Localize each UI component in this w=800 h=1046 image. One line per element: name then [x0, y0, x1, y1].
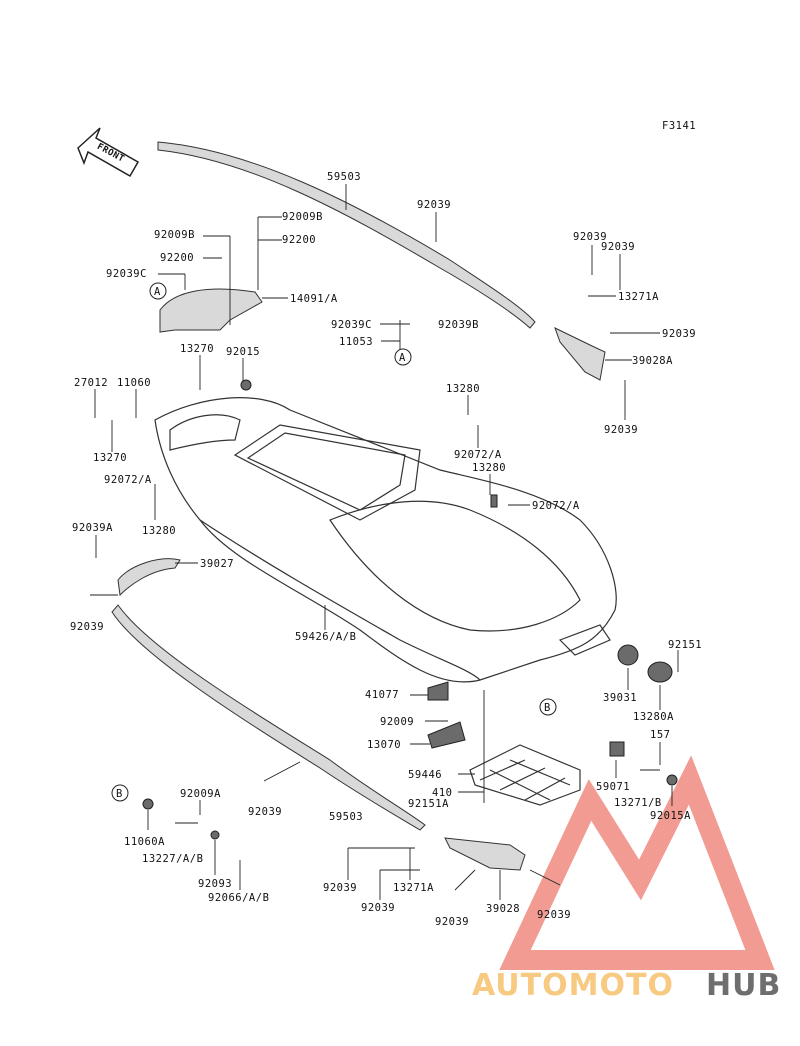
part-label: 41077 — [365, 689, 399, 701]
part-label: 13271/B — [614, 797, 662, 809]
part-label: 13271A — [618, 291, 659, 303]
part-label: 92200 — [160, 252, 194, 264]
part-labels: 59503 92039 92009B 92200 92039C 92009B 9… — [70, 171, 702, 928]
part-label: 92093 — [198, 878, 232, 890]
part-label: 59446 — [408, 769, 442, 781]
part-label: 92151 — [668, 639, 702, 651]
svg-text:A: A — [399, 352, 406, 364]
part-label: 92009A — [180, 788, 221, 800]
watermark: AUTOMOTO HUB — [472, 755, 781, 1003]
marker-b-left: B — [111, 784, 129, 802]
grommet-13280A — [647, 661, 673, 683]
part-label: 13070 — [367, 739, 401, 751]
part-label: 13271A — [393, 882, 434, 894]
cover-41077 — [427, 681, 449, 701]
part-label: 92066/A/B — [208, 892, 269, 904]
part-label: 92039 — [601, 241, 635, 253]
part-label: 92039C — [106, 268, 147, 280]
part-label: 92039 — [662, 328, 696, 340]
part-label: 92039 — [435, 916, 469, 928]
part-label: 410 — [432, 787, 452, 799]
part-label: 13227/A/B — [142, 853, 203, 865]
svg-text:B: B — [116, 788, 123, 800]
part-label: 92200 — [282, 234, 316, 246]
part-label: 39027 — [200, 558, 234, 570]
part-label: 13270 — [180, 343, 214, 355]
clip-11060A — [142, 798, 154, 810]
front-bumper — [117, 558, 181, 597]
part-label: 92039 — [417, 199, 451, 211]
part-label: 11060A — [124, 836, 165, 848]
part-label: 59503 — [329, 811, 363, 823]
gunwale-strip-top — [157, 141, 536, 329]
part-label: 92039A — [72, 522, 113, 534]
part-label: 11060 — [117, 377, 151, 389]
part-label: 92015 — [226, 346, 260, 358]
nut-92015 — [240, 379, 252, 391]
part-label: 92039 — [604, 424, 638, 436]
part-label: 27012 — [74, 377, 108, 389]
part-label: 39028A — [632, 355, 673, 367]
figure-code: F3141 — [662, 120, 696, 132]
marker-b-right: B — [539, 698, 557, 716]
cover-13070 — [427, 721, 466, 749]
hull — [154, 397, 617, 683]
part-label: 59426/A/B — [295, 631, 356, 643]
part-label: 39031 — [603, 692, 637, 704]
marker-a-center: A — [394, 348, 412, 366]
svg-text:A: A — [154, 286, 161, 298]
part-label: 92039 — [70, 621, 104, 633]
part-label: 92039B — [438, 319, 479, 331]
watermark-text-1: AUTOMOTO — [472, 968, 674, 1003]
nut-92015A — [666, 774, 678, 786]
gunwale-strip-bottom — [111, 604, 426, 831]
part-label: 92039 — [323, 882, 357, 894]
part-label: 59503 — [327, 171, 361, 183]
part-label: 92039 — [248, 806, 282, 818]
part-label: 92072/A — [532, 500, 580, 512]
part-label: 92009B — [282, 211, 323, 223]
part-label: 13280 — [472, 462, 506, 474]
marker-a-left: A — [149, 282, 167, 300]
part-label: 92151A — [408, 798, 449, 810]
part-label: 11053 — [339, 336, 373, 348]
part-label: 13280A — [633, 711, 674, 723]
pipe-59071 — [609, 741, 625, 757]
bracket-13280 — [490, 494, 498, 508]
leader-lines — [90, 184, 679, 900]
rear-cover-left — [444, 837, 526, 871]
part-label: 39028 — [486, 903, 520, 915]
part-label: 157 — [650, 729, 670, 741]
part-label: 92009B — [154, 229, 195, 241]
rear-cover-right — [554, 327, 606, 381]
part-label: 92039C — [331, 319, 372, 331]
part-label: 13270 — [93, 452, 127, 464]
part-label: 13280 — [142, 525, 176, 537]
part-label: 92039 — [573, 231, 607, 243]
part-label: 92015A — [650, 810, 691, 822]
part-label: 13280 — [446, 383, 480, 395]
watermark-logo-icon — [499, 755, 775, 970]
front-arrow-icon: FRONT — [77, 127, 140, 178]
part-label: 92072/A — [454, 449, 502, 461]
svg-text:B: B — [544, 702, 551, 714]
part-label: 92072/A — [104, 474, 152, 486]
part-label: 92009 — [380, 716, 414, 728]
part-label: 59071 — [596, 781, 630, 793]
cap-39031 — [617, 644, 639, 666]
part-label: 92039 — [361, 902, 395, 914]
part-label: 92039 — [537, 909, 571, 921]
grip-cover — [159, 288, 263, 333]
part-label: 14091/A — [290, 293, 338, 305]
washer-92093 — [210, 830, 220, 840]
watermark-text-2: HUB — [706, 968, 781, 1003]
intake-grate — [469, 744, 581, 806]
